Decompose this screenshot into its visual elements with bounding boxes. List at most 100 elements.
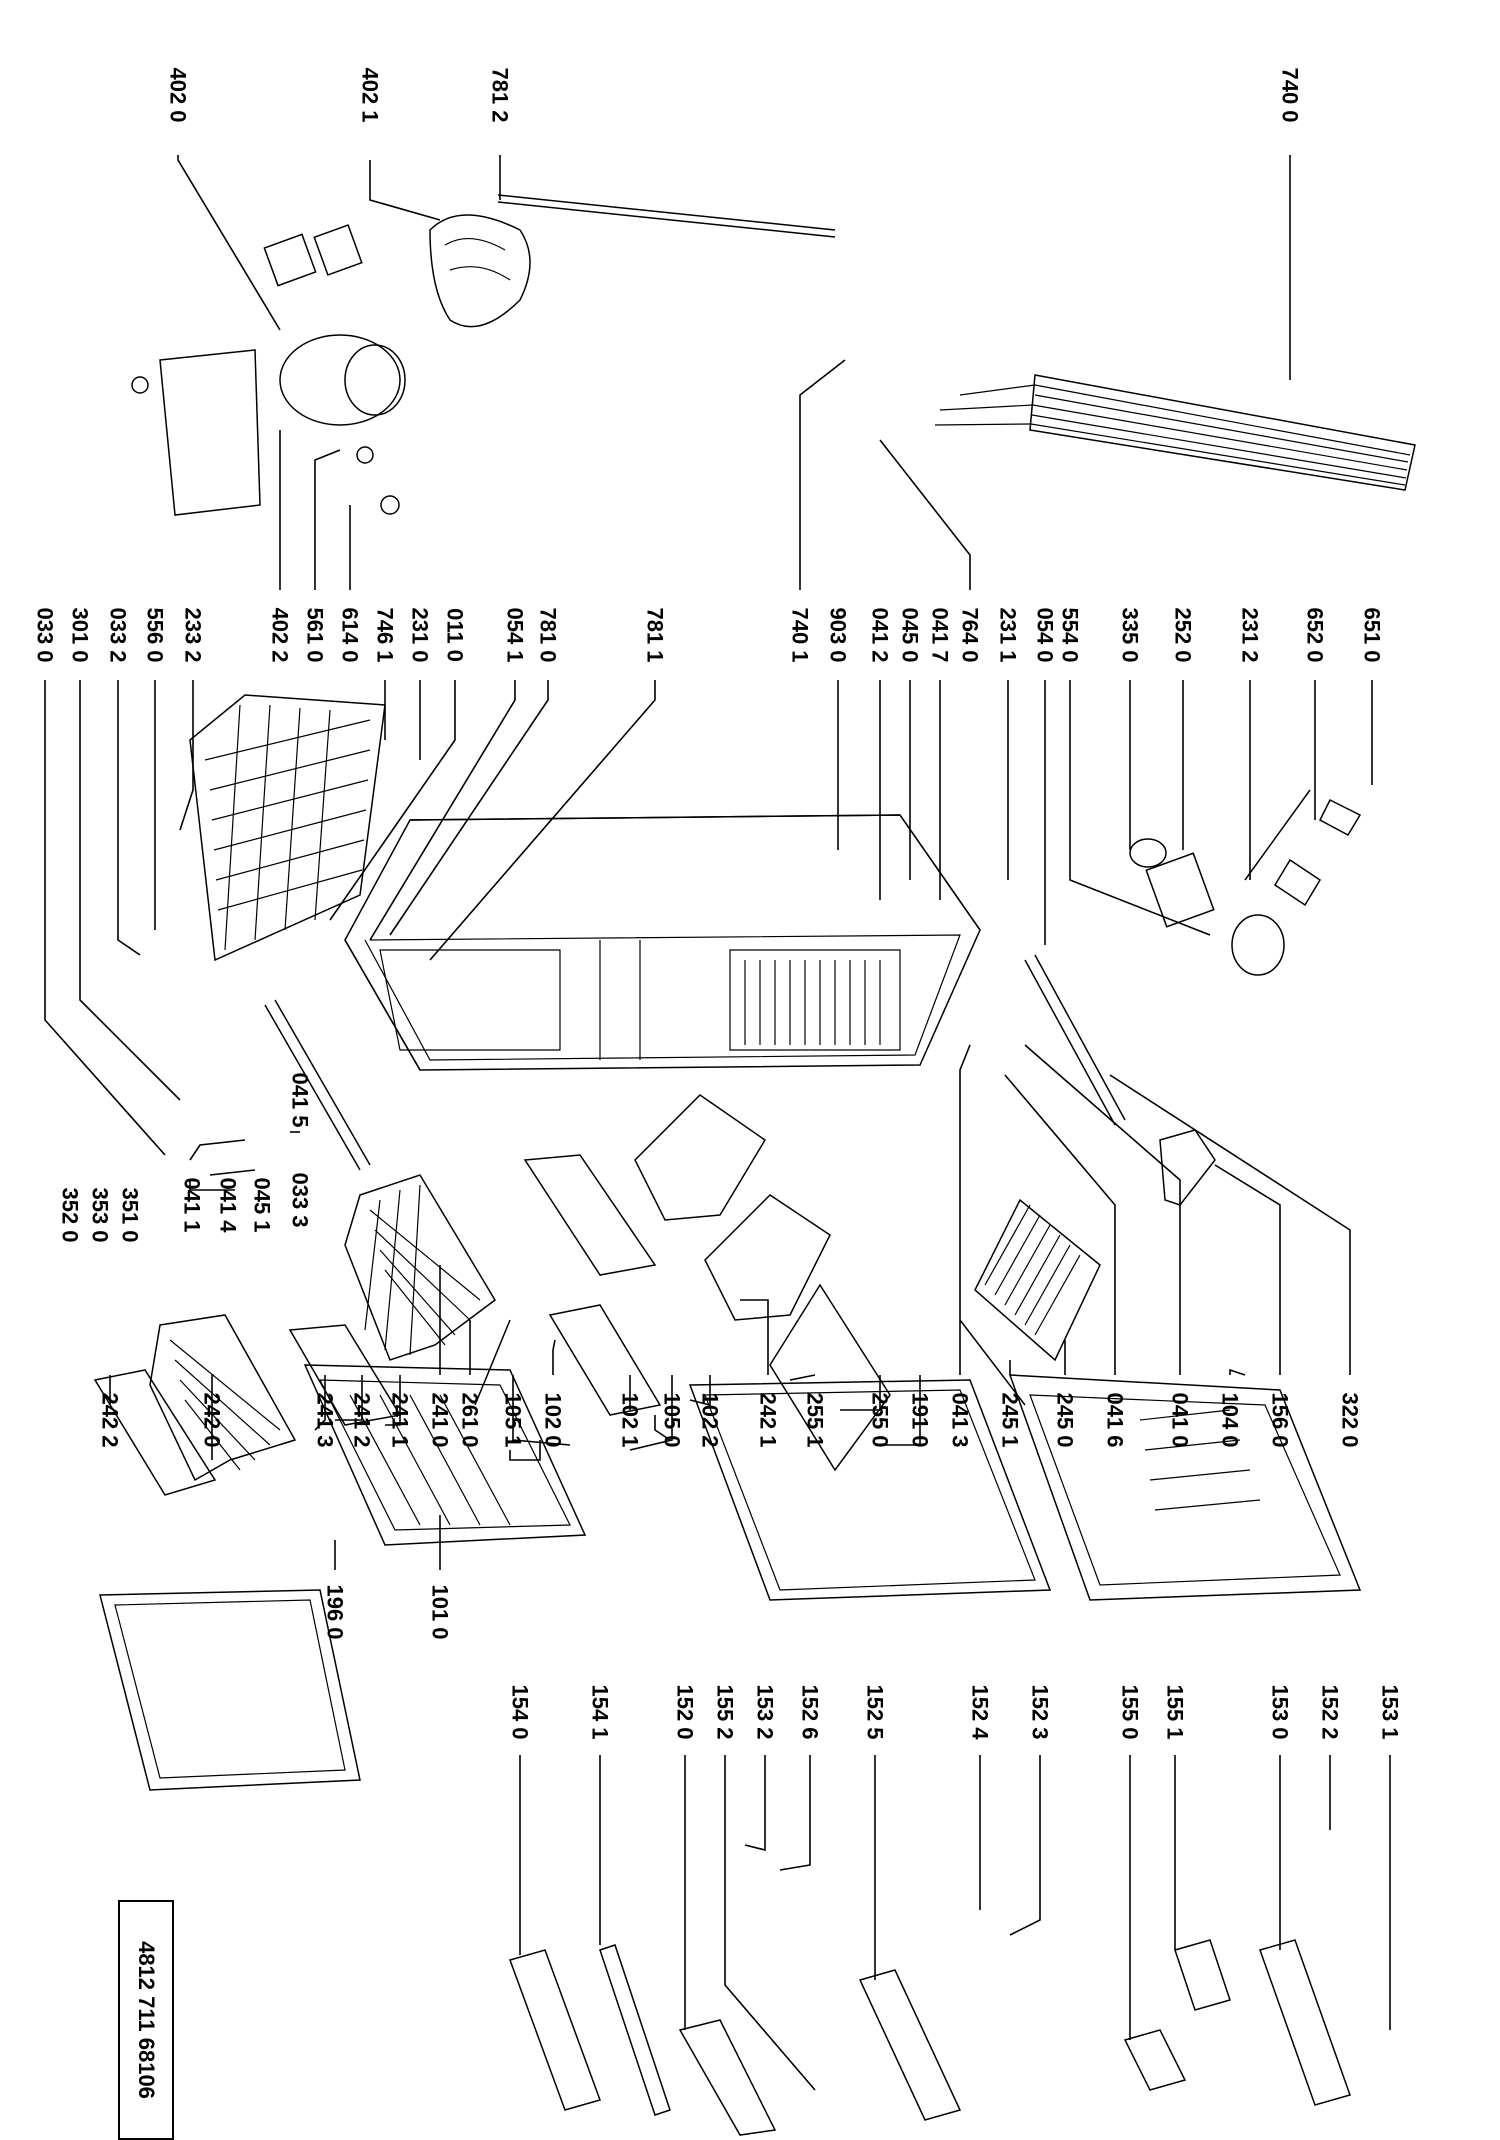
part-label: 231 1 xyxy=(996,607,1021,662)
door-shelf-part xyxy=(1259,1939,1351,2106)
part-label: 353 0 xyxy=(88,1187,113,1242)
part-label: 155 0 xyxy=(1118,1684,1143,1739)
leader-lines xyxy=(44,155,1391,2091)
part-label: 152 0 xyxy=(673,1684,698,1739)
part-label: 241 3 xyxy=(313,1392,338,1447)
part-label: 045 1 xyxy=(250,1177,275,1232)
part-label: 241 2 xyxy=(350,1392,375,1447)
part-label: 652 0 xyxy=(1303,607,1328,662)
part-label: 152 6 xyxy=(798,1684,823,1739)
part-label: 102 0 xyxy=(541,1392,566,1447)
rail-part xyxy=(264,999,371,1171)
part-label: 245 0 xyxy=(1053,1392,1078,1447)
part-label: 011 0 xyxy=(443,608,468,662)
rail-part xyxy=(474,1319,511,1406)
part-label: 764 0 xyxy=(958,607,983,662)
part-label: 041 0 xyxy=(1168,1392,1193,1447)
part-label: 054 1 xyxy=(503,607,528,662)
part-label: 556 0 xyxy=(143,607,168,662)
part-label: 152 4 xyxy=(968,1684,993,1740)
part-label: 402 0 xyxy=(166,67,191,122)
drawer-part xyxy=(634,1094,767,1221)
compressor-part xyxy=(131,224,406,516)
part-label: 154 1 xyxy=(588,1684,613,1739)
freezer-door-part xyxy=(1008,1374,1362,1601)
part-label: 105 0 xyxy=(660,1392,685,1447)
glass-shelf-part xyxy=(769,1283,891,1472)
rail-part xyxy=(1024,954,1126,1126)
part-label: 105 1 xyxy=(501,1392,526,1447)
part-label: 241 1 xyxy=(388,1392,413,1447)
part-label: 152 2 xyxy=(1318,1684,1343,1739)
rod-part xyxy=(497,194,836,238)
part-label: 245 1 xyxy=(998,1392,1023,1447)
part-label: 041 4 xyxy=(216,1177,241,1233)
part-label: 261 0 xyxy=(458,1392,483,1447)
part-label: 903 0 xyxy=(826,607,851,662)
small-part xyxy=(356,446,374,464)
cabinet-part xyxy=(344,814,981,1071)
egg-tray-part xyxy=(1159,1129,1216,1206)
part-label: 231 2 xyxy=(1238,607,1263,662)
flap-part xyxy=(288,1324,402,1426)
rail-part xyxy=(959,1319,1026,1406)
part-label: 153 1 xyxy=(1378,1684,1403,1739)
part-label: 252 0 xyxy=(1171,607,1196,662)
gasket-part xyxy=(99,1589,361,1791)
part-label: 154 0 xyxy=(508,1684,533,1739)
part-label: 152 5 xyxy=(863,1684,888,1739)
document-number: 4812 711 68106 xyxy=(134,1941,159,2099)
control-parts xyxy=(1129,789,1362,976)
part-label: 104 0 xyxy=(1218,1392,1243,1447)
part-label: 041 5 xyxy=(288,1072,313,1127)
part-label: 041 6 xyxy=(1103,1392,1128,1447)
part-label: 651 0 xyxy=(1360,607,1385,662)
small-part xyxy=(380,495,400,515)
freezer-basket-part xyxy=(344,1174,496,1361)
part-label: 033 3 xyxy=(288,1172,313,1227)
condenser-part xyxy=(934,374,1416,491)
part-label: 153 0 xyxy=(1268,1684,1293,1739)
bracket-part xyxy=(429,214,531,328)
freezer-basket-part xyxy=(149,1314,297,1482)
part-label: 335 0 xyxy=(1118,607,1143,662)
door-shelf-part xyxy=(858,1969,962,2121)
part-label: 102 1 xyxy=(618,1392,643,1447)
part-label: 054 0 xyxy=(1033,607,1058,662)
part-label: 746 1 xyxy=(373,607,398,662)
part-label: 041 1 xyxy=(180,1177,205,1232)
part-label: 041 7 xyxy=(928,607,953,662)
fridge-door-part xyxy=(303,1364,587,1546)
part-label: 255 0 xyxy=(868,1392,893,1447)
part-label: 242 2 xyxy=(98,1392,123,1447)
part-label: 781 1 xyxy=(643,607,668,662)
part-label: 153 2 xyxy=(753,1684,778,1739)
part-label: 402 1 xyxy=(358,67,383,122)
part-label: 402 2 xyxy=(268,607,293,662)
part-label: 041 3 xyxy=(948,1392,973,1447)
part-label: 740 0 xyxy=(1278,67,1303,122)
gasket-part xyxy=(688,1379,1052,1601)
part-label: 196 0 xyxy=(323,1584,348,1639)
part-label: 322 0 xyxy=(1338,1392,1363,1447)
egg-tray-part xyxy=(599,1944,671,2116)
door-shelf-part xyxy=(509,1949,601,2111)
part-label: 101 0 xyxy=(428,1584,453,1639)
tray-part xyxy=(1174,1939,1231,2011)
part-label: 781 0 xyxy=(536,607,561,662)
part-label: 561 0 xyxy=(303,607,328,662)
part-label: 255 1 xyxy=(803,1392,828,1447)
part-label: 156 0 xyxy=(1268,1392,1293,1447)
wire-shelf-part xyxy=(974,1198,1101,1362)
part-label: 554 0 xyxy=(1058,607,1083,662)
drawer-part xyxy=(704,1194,831,1321)
flap-part xyxy=(93,1369,217,1496)
part-label: 352 0 xyxy=(58,1187,83,1242)
part-label: 242 0 xyxy=(200,1392,225,1447)
part-label: 614 0 xyxy=(338,607,363,662)
part-label: 191 0 xyxy=(908,1392,933,1447)
part-label: 102 2 xyxy=(698,1392,723,1447)
evaporator-part xyxy=(189,694,386,962)
part-label: 241 0 xyxy=(428,1392,453,1447)
